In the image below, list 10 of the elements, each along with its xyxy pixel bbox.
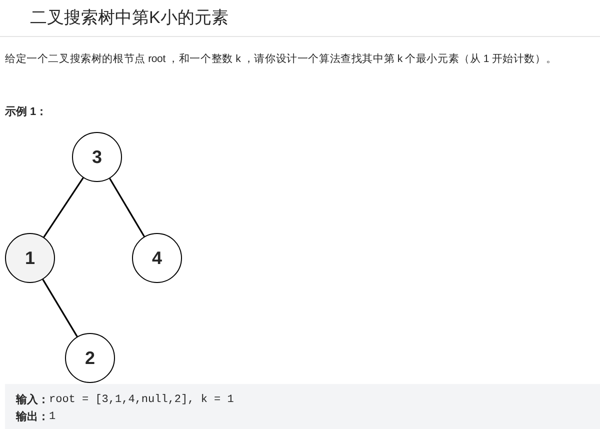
example-heading: 示例 1： [5,105,48,120]
output-value: 1 [49,410,56,425]
problem-description: 给定一个二叉搜索树的根节点 root ，和一个整数 k ，请你设计一个算法查找其中第 k 个最小元素（从 1 开始计数）。 [5,52,557,67]
tree-edge [109,178,145,237]
output-label: 输出： [16,410,49,425]
tree-edge [42,279,78,337]
input-value: root = [3,1,4,null,2], k = 1 [49,393,234,408]
title: 二叉搜索树中第K小的元素 [30,7,228,29]
input-label: 输入： [16,392,49,408]
tree-edge [43,177,84,238]
